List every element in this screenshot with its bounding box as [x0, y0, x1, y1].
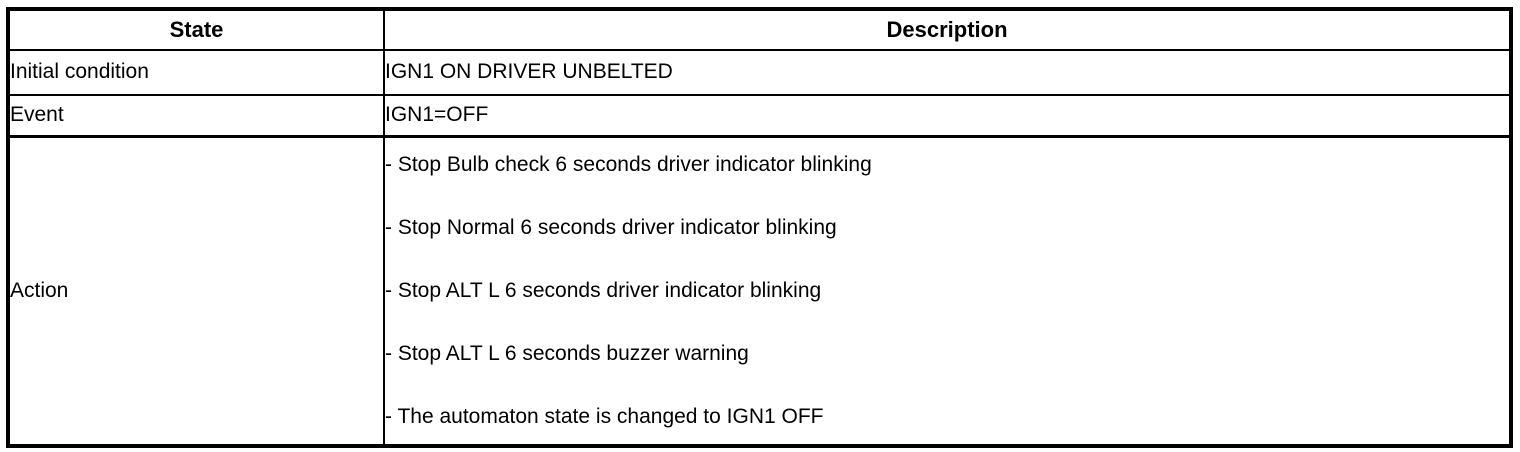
table-row-action: Action - Stop Bulb check 6 seconds drive… — [7, 135, 1512, 447]
action-item-stop-alt-l-indicator: - Stop ALT L 6 seconds driver indicator … — [385, 278, 822, 302]
action-item-stop-alt-l-buzzer: - Stop ALT L 6 seconds buzzer warning — [385, 341, 749, 365]
table-row-initial-condition: Initial condition IGN1 ON DRIVER UNBELTE… — [7, 49, 1512, 96]
event-value: IGN1=OFF — [383, 94, 1512, 138]
action-item-stop-normal: - Stop Normal 6 seconds driver indicator… — [385, 215, 837, 239]
event-label: Event — [7, 94, 385, 138]
header-row: State Description — [7, 8, 1512, 51]
action-item-list: - Stop Bulb check 6 seconds driver indic… — [385, 139, 1509, 444]
action-item-stop-bulb-check: - Stop Bulb check 6 seconds driver indic… — [385, 153, 872, 176]
initial-condition-label: Initial condition — [7, 49, 385, 96]
table-header: State Description — [7, 8, 1512, 51]
action-value-cell: - Stop Bulb check 6 seconds driver indic… — [383, 135, 1512, 447]
description-column-header: Description — [383, 8, 1512, 51]
state-description-table: State Description Initial condition IGN1… — [6, 7, 1513, 448]
table-row-event: Event IGN1=OFF — [7, 94, 1512, 138]
state-column-header: State — [7, 8, 385, 51]
action-item-automaton-state-change: - The automaton state is changed to IGN1… — [385, 404, 824, 428]
action-label: Action — [7, 135, 385, 447]
initial-condition-value: IGN1 ON DRIVER UNBELTED — [383, 49, 1512, 96]
